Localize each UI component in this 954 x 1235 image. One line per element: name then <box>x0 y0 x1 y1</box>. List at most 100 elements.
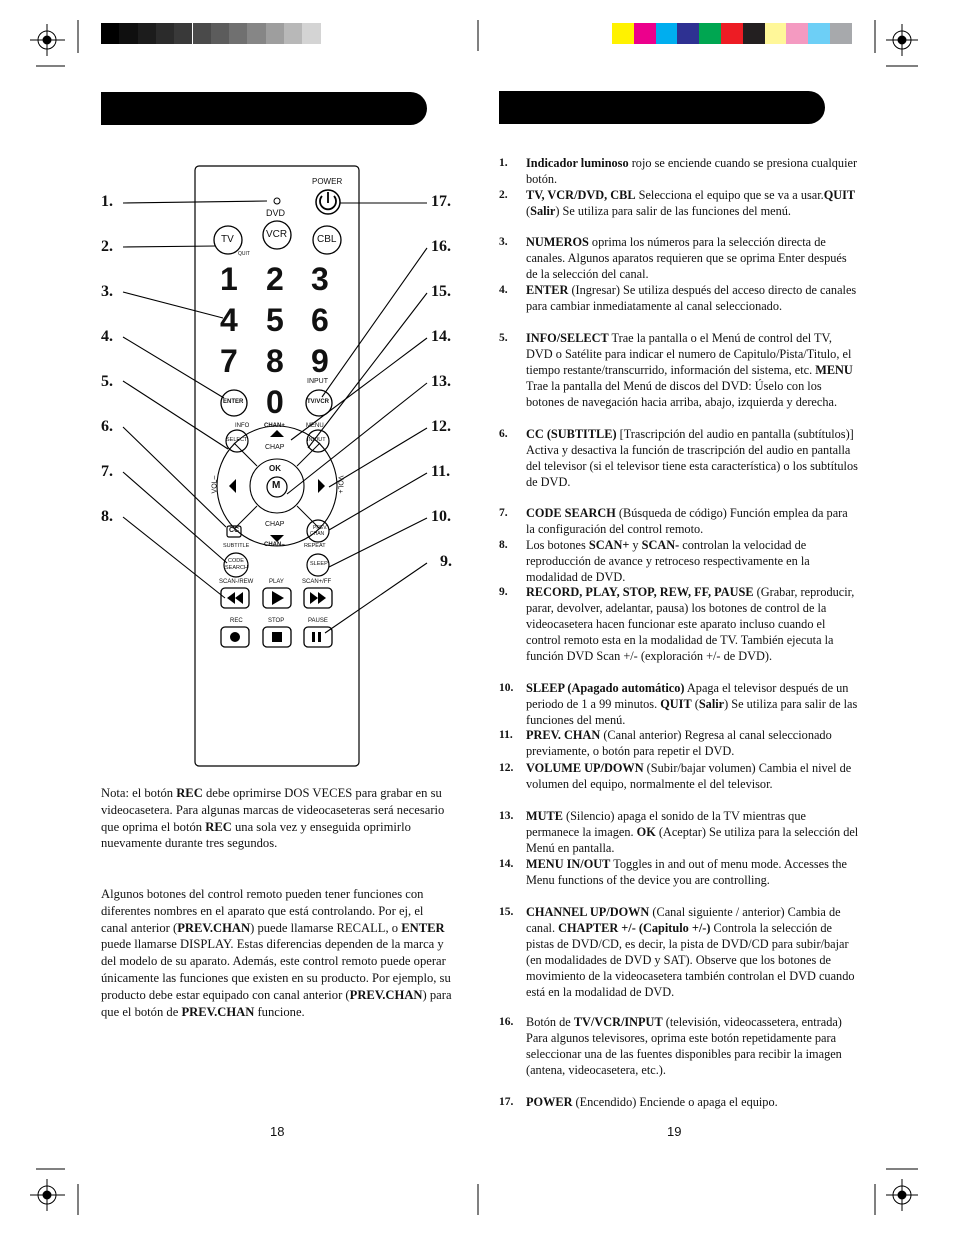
list-item-text: VOLUME UP/DOWN (Subir/bajar volumen) Cam… <box>526 761 852 791</box>
list-item-number: 6. <box>499 428 508 440</box>
note-text: ) puede llamarse RECALL, o <box>250 920 402 935</box>
list-item-number: 5. <box>499 332 508 344</box>
list-item-text: TV, VCR/DVD, CBL Selecciona el equipo qu… <box>526 188 856 218</box>
callout-number: 6. <box>101 418 113 435</box>
note-text: Nota: el botón <box>101 786 177 800</box>
vol-minus-label: VOL– <box>211 475 219 494</box>
color-swatch <box>137 23 156 44</box>
left-header-bar <box>101 92 427 125</box>
digit-5: 5 <box>266 302 284 338</box>
note-paragraph-1: Nota: el botón REC debe oprimirse DOS VE… <box>101 785 453 852</box>
sleep-button-label: SLEEP <box>310 561 328 567</box>
callout-number: 17. <box>431 193 451 210</box>
list-item-number: 4. <box>499 284 508 296</box>
note-bold: PREV.CHAN <box>177 920 251 935</box>
digit-0: 0 <box>266 384 284 420</box>
callout-number: 3. <box>101 283 113 300</box>
callout-number: 5. <box>101 373 113 390</box>
cbl-button-label: CBL <box>317 234 337 245</box>
right-header-bar <box>499 91 825 124</box>
list-item-number: 17. <box>499 1096 514 1108</box>
chan-minus-label: CHAN– <box>264 542 285 548</box>
search-label: SEARCH <box>225 565 248 571</box>
list-item: 2. TV, VCR/DVD, CBL Selecciona el equipo … <box>499 188 859 220</box>
list-item: 7.CODE SEARCH (Búsqueda de código) Funci… <box>499 506 859 538</box>
callout-number: 8. <box>101 508 113 525</box>
note-paragraph-2: Algunos botones del control remoto puede… <box>101 886 453 1020</box>
ok-label: OK <box>269 464 281 473</box>
list-item-text: POWER (Encendido) Enciende o apaga el eq… <box>526 1095 778 1109</box>
repeat-label: REPEAT <box>304 543 326 549</box>
list-item: 10.SLEEP (Apagado automático) Apaga el t… <box>499 681 859 729</box>
mute-m-label: M <box>272 480 281 491</box>
stop-label: STOP <box>268 618 285 624</box>
cc-button-label: CC <box>229 527 240 534</box>
list-item-number: 13. <box>499 810 514 822</box>
color-swatch <box>612 23 634 44</box>
color-swatch <box>764 23 787 44</box>
list-item-text: MUTE (Silencio) apaga el sonido de la TV… <box>526 809 859 855</box>
tv-button-label: TV <box>221 234 234 245</box>
digit-8: 8 <box>266 343 284 379</box>
prev-label: PREV. <box>313 525 328 531</box>
scan-ff-label: SCAN+/FF <box>302 579 332 585</box>
note-bold: REC <box>205 819 232 834</box>
digit-4: 4 <box>220 302 238 338</box>
list-item-number: 1. <box>499 157 508 169</box>
callout-number: 1. <box>101 193 113 210</box>
note-text: Algunos botones del control remoto puede… <box>101 887 424 935</box>
color-swatch <box>210 23 230 44</box>
callout-number: 7. <box>101 463 113 480</box>
list-item-number: 7. <box>499 507 508 519</box>
callout-number: 15. <box>431 283 451 300</box>
digit-2: 2 <box>266 261 284 297</box>
menu-label: MENU <box>306 423 324 429</box>
note-text: puede llamarse DISPLAY. Estas diferencia… <box>101 937 451 1002</box>
list-item: 17. POWER (Encendido) Enciende o apaga el… <box>499 1095 859 1111</box>
code-label: CODE <box>228 558 244 564</box>
list-item: 3.NUMEROS oprima los números para la sel… <box>499 235 859 283</box>
list-item-number: 9. <box>499 586 508 598</box>
list-item: 15.CHANNEL UP/DOWN (Canal siguiente / an… <box>499 905 859 1000</box>
list-item-text: RECORD, PLAY, STOP, REW, FF, PAUSE (Grab… <box>526 585 855 663</box>
callout-number: 13. <box>431 373 451 390</box>
list-item: 16.Botón de TV/VCR/INPUT (televisión, vi… <box>499 1015 859 1079</box>
chap-down-label: CHAP <box>265 521 285 528</box>
list-item: 14. MENU IN/OUT Toggles in and out of men… <box>499 857 859 889</box>
play-label: PLAY <box>269 579 284 585</box>
color-swatch <box>265 23 284 44</box>
color-swatch <box>174 23 193 44</box>
callout-number: 2. <box>101 238 113 255</box>
note-text: ) para que el botón de <box>101 987 452 1019</box>
callout-number: 10. <box>431 508 451 525</box>
power-label: POWER <box>312 177 343 186</box>
list-item-text: NUMEROS oprima los números para la selec… <box>526 235 847 281</box>
subtitle-label: SUBTITLE <box>223 543 250 549</box>
note-text: una sola vez y enseguida oprimirlo nueva… <box>101 819 411 851</box>
list-item-text: MENU IN/OUT Toggles in and out of menu m… <box>526 857 847 887</box>
list-item-text: ENTER (Ingresar) Se utiliza después del … <box>526 283 857 313</box>
rec-label: REC <box>230 618 243 624</box>
digit-1: 1 <box>220 261 238 297</box>
list-item: 11.PREV. CHAN (Canal anterior) Regresa a… <box>499 728 859 760</box>
callout-number: 16. <box>431 238 451 255</box>
color-swatch <box>655 23 678 44</box>
list-item-text: SLEEP (Apagado automático) Apaga el tele… <box>526 681 858 727</box>
chan-label: CHAN <box>310 531 325 537</box>
list-item-number: 14. <box>499 858 514 870</box>
list-item-number: 2. <box>499 189 508 201</box>
pause-label: PAUSE <box>308 618 328 624</box>
chan-plus-label: CHAN+ <box>264 423 285 429</box>
list-item: 5.INFO/SELECT Trae la pantalla o el Menú… <box>499 331 859 411</box>
color-swatch <box>320 23 339 44</box>
list-item: 8.Los botones SCAN+ y SCAN- controlan la… <box>499 538 859 586</box>
list-item-text: Indicador luminoso rojo se enciende cuan… <box>526 156 858 186</box>
color-swatch <box>786 23 809 44</box>
list-item-text: Los botones SCAN+ y SCAN- controlan la v… <box>526 538 810 584</box>
list-item: 4. ENTER (Ingresar) Se utiliza después de… <box>499 283 859 315</box>
color-swatch <box>721 23 743 44</box>
color-swatch <box>830 23 852 44</box>
list-item-text: CC (SUBTITLE) [Trascripción del audio en… <box>526 427 858 489</box>
